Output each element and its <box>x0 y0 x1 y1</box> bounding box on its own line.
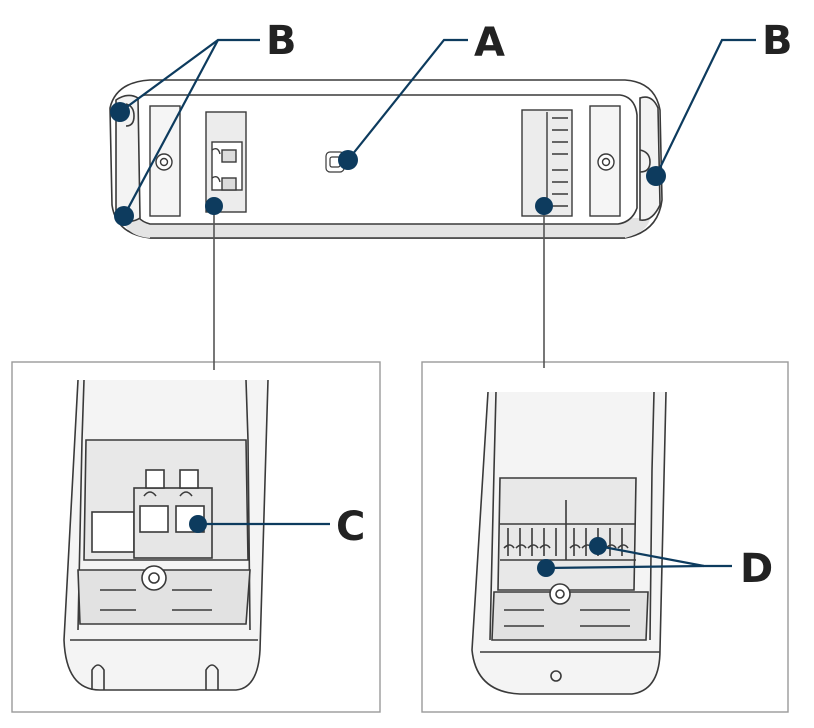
label-d: D <box>740 546 773 592</box>
device-housing <box>109 79 663 239</box>
screw-detail-icon-right <box>549 583 571 605</box>
right-terminal-compartment <box>521 105 621 217</box>
callout-dot-c <box>189 515 207 533</box>
callout-dot-terminal-right <box>535 197 553 215</box>
leader-lines <box>119 38 756 570</box>
callout-dot-b-right <box>646 166 666 186</box>
callout-dot-b-left-top <box>110 102 130 122</box>
callout-dot-d-upper <box>589 537 607 555</box>
callout-dot-d-lower <box>537 559 555 577</box>
label-a: A <box>474 20 505 66</box>
screw-mount-icon-right <box>597 153 615 171</box>
screw-mount-icon <box>155 153 173 171</box>
left-terminal-compartment <box>149 105 247 217</box>
screw-detail-icon <box>141 565 167 591</box>
inset-left-detail <box>11 361 381 713</box>
callout-dot-b-left-bottom <box>114 206 134 226</box>
callout-dots <box>110 102 666 577</box>
label-c: C <box>336 504 365 550</box>
callout-dot-terminal-left <box>205 197 223 215</box>
label-b-left: B <box>266 18 297 64</box>
terminal-block-icon <box>221 149 237 163</box>
inset-right-detail <box>421 361 789 713</box>
label-b-right: B <box>762 18 793 64</box>
terminal-row-detail <box>500 523 636 561</box>
callout-dot-a <box>338 150 358 170</box>
